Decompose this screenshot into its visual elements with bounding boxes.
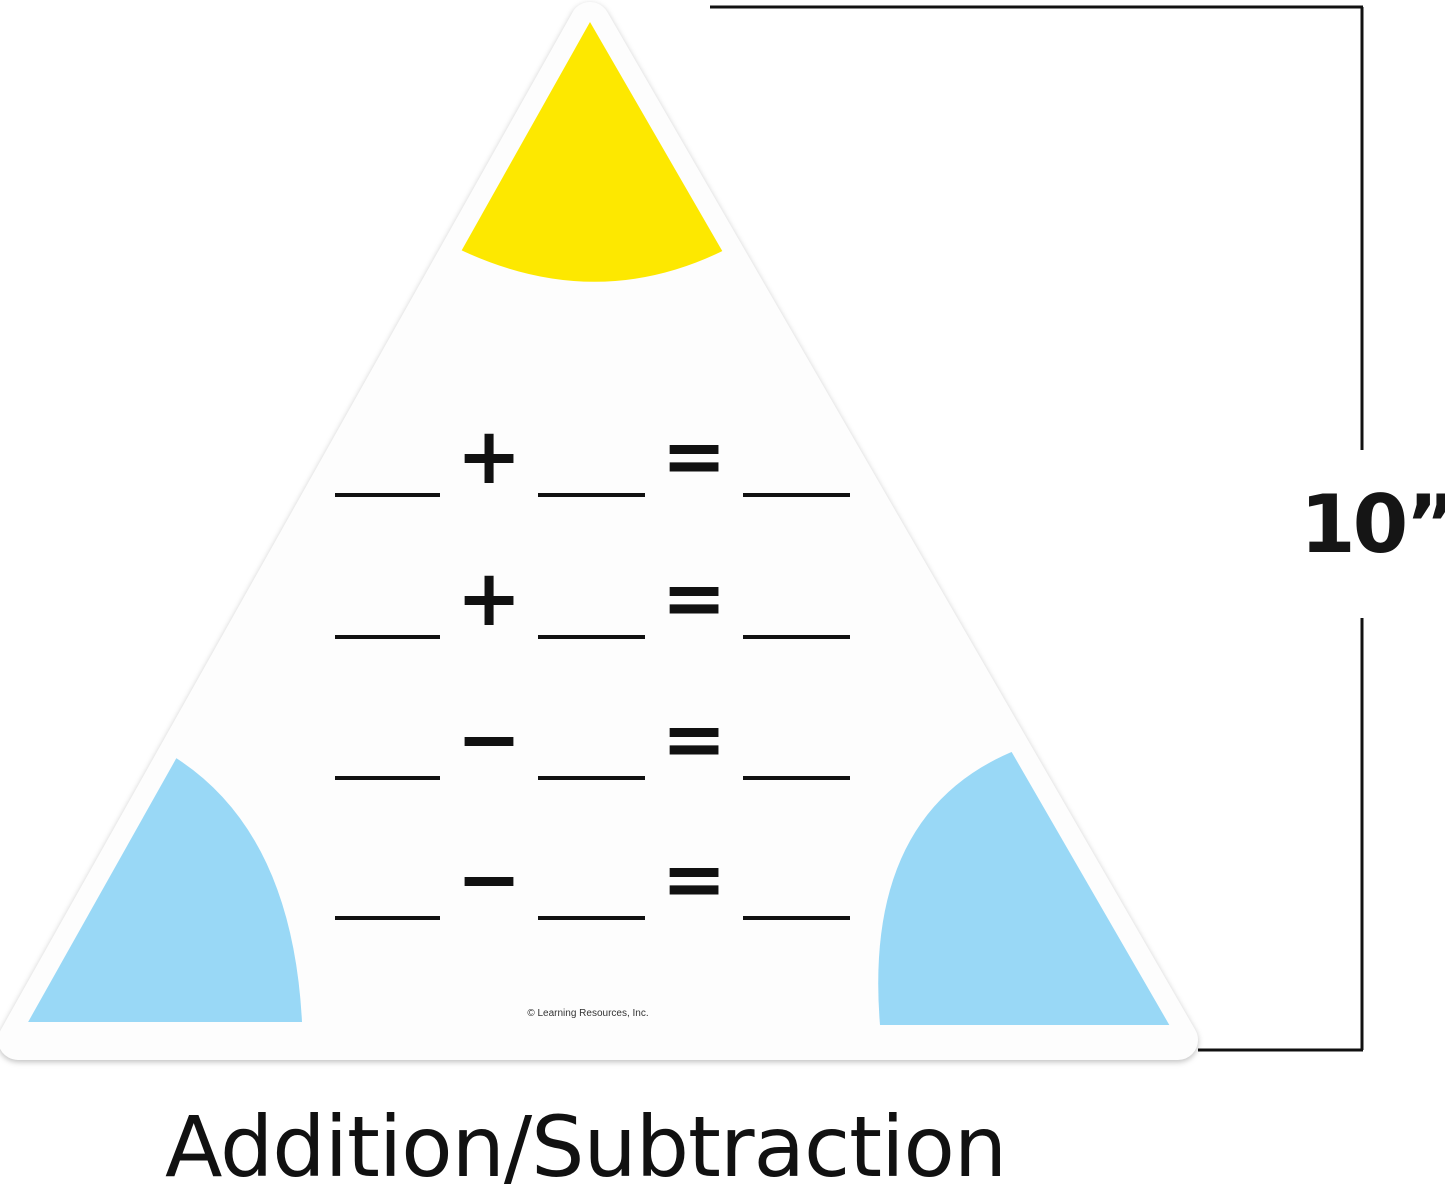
dimension-label: 10” xyxy=(1300,478,1445,571)
operator-sign: − xyxy=(456,695,521,785)
operator-sign: + xyxy=(456,412,521,502)
equals-sign: = xyxy=(661,835,726,925)
dimension-bracket xyxy=(710,5,1364,1052)
copyright-text: © Learning Resources, Inc. xyxy=(527,1008,648,1019)
equals-sign: = xyxy=(661,695,726,785)
yellow-top-zone xyxy=(415,22,772,282)
equals-sign: = xyxy=(661,412,726,502)
operator-sign: − xyxy=(456,835,521,925)
caption-title: Addition/Subtraction xyxy=(165,1098,1007,1196)
equals-sign: = xyxy=(661,554,726,644)
triangle-board xyxy=(0,2,1198,1060)
operator-sign: + xyxy=(456,554,521,644)
